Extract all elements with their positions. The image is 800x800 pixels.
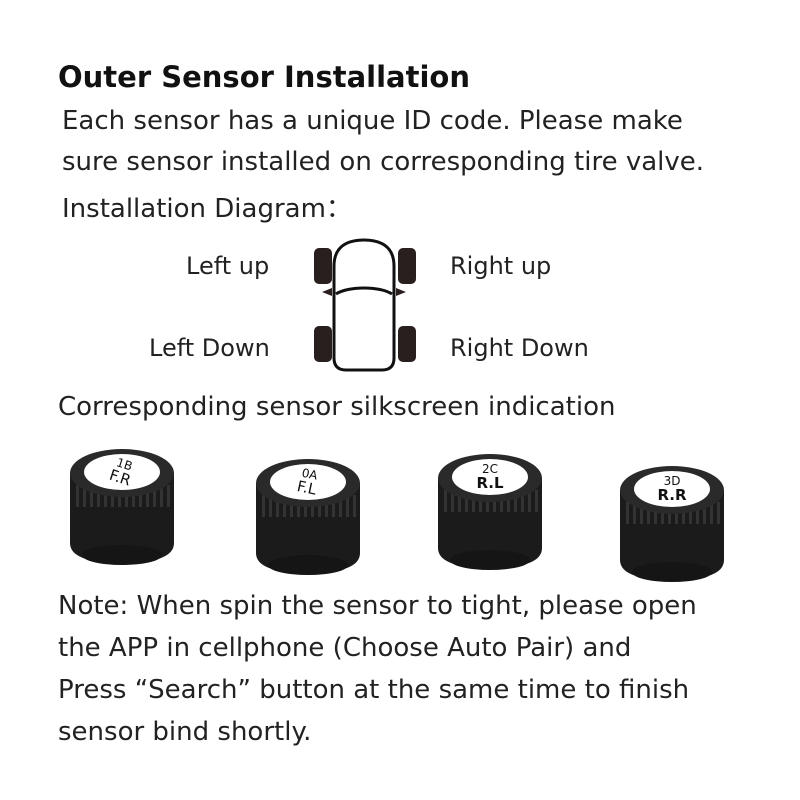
sensor-position-label: F.L [295,477,318,499]
sensor-position-label: F.R [107,466,133,490]
sensor-position-label: R.L [476,474,504,492]
page-title: Outer Sensor Installation [58,60,470,94]
note-line-1: Note: When spin the sensor to tight, ple… [58,591,697,621]
note-line-2: the APP in cellphone (Choose Auto Pair) … [58,633,632,663]
intro-line-1: Each sensor has a unique ID code. Please… [62,106,683,136]
sensor-code-label: 1B [115,455,134,473]
note-line-3: Press “Search” button at the same time t… [58,675,690,705]
note-line-4: sensor bind shortly. [58,717,312,747]
label-right-down: Right Down [450,334,589,362]
label-right-up: Right up [450,252,552,280]
sensor-position-label: R.R [657,486,687,504]
silkscreen-caption: Corresponding sensor silkscreen indicati… [58,392,616,422]
intro-line-2: sure sensor installed on corresponding t… [62,147,705,177]
intro-line-3: Installation Diagram： [62,194,352,224]
car-top-view-icon [308,236,420,380]
sensor-code-label: 3D [664,474,681,488]
label-left-down: Left Down [149,334,270,362]
label-left-up: Left up [186,252,270,280]
sensor-code-label: 0A [300,466,319,483]
sensor-code-label: 2C [482,462,498,476]
